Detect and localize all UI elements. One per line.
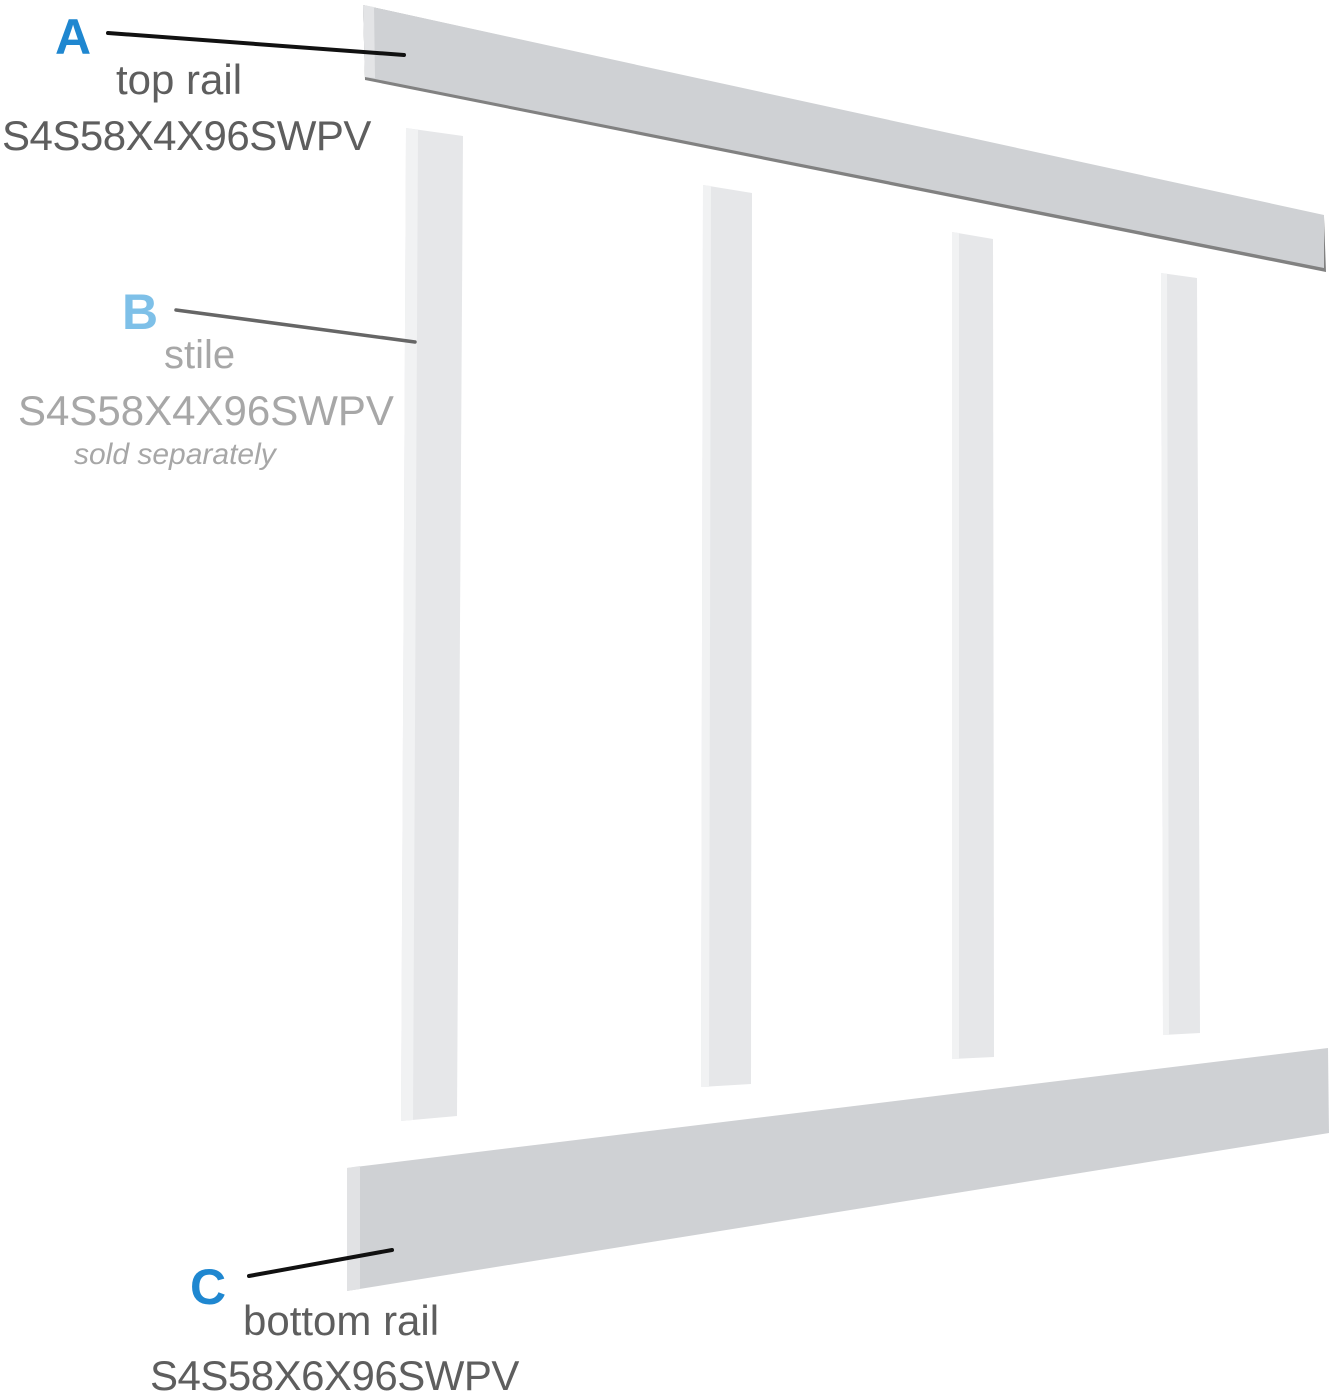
stile-note: sold separately [74, 438, 276, 471]
stile-1 [401, 128, 463, 1121]
leader-line-c [247, 1248, 394, 1278]
stile-label: stile [164, 333, 236, 377]
top-rail-sku: S4S58X4X96SWPV [2, 112, 371, 159]
stile-4 [1161, 273, 1200, 1035]
bottom-rail-sku: S4S58X6X96SWPV [150, 1352, 519, 1399]
callout-letter-b: B [122, 284, 159, 340]
top-rail [363, 5, 1326, 272]
bottom-rail-label: bottom rail [243, 1297, 440, 1344]
bottom-rail [347, 1048, 1329, 1291]
stile-3 [952, 232, 994, 1059]
callout-letter-a: A [55, 9, 92, 65]
callout-letter-c: C [190, 1259, 227, 1315]
stile-sku: S4S58X4X96SWPV [18, 387, 394, 434]
stile-2 [701, 185, 752, 1087]
top-rail-label: top rail [116, 56, 243, 103]
leader-line-b [174, 308, 417, 344]
leader-line-a [106, 31, 406, 57]
